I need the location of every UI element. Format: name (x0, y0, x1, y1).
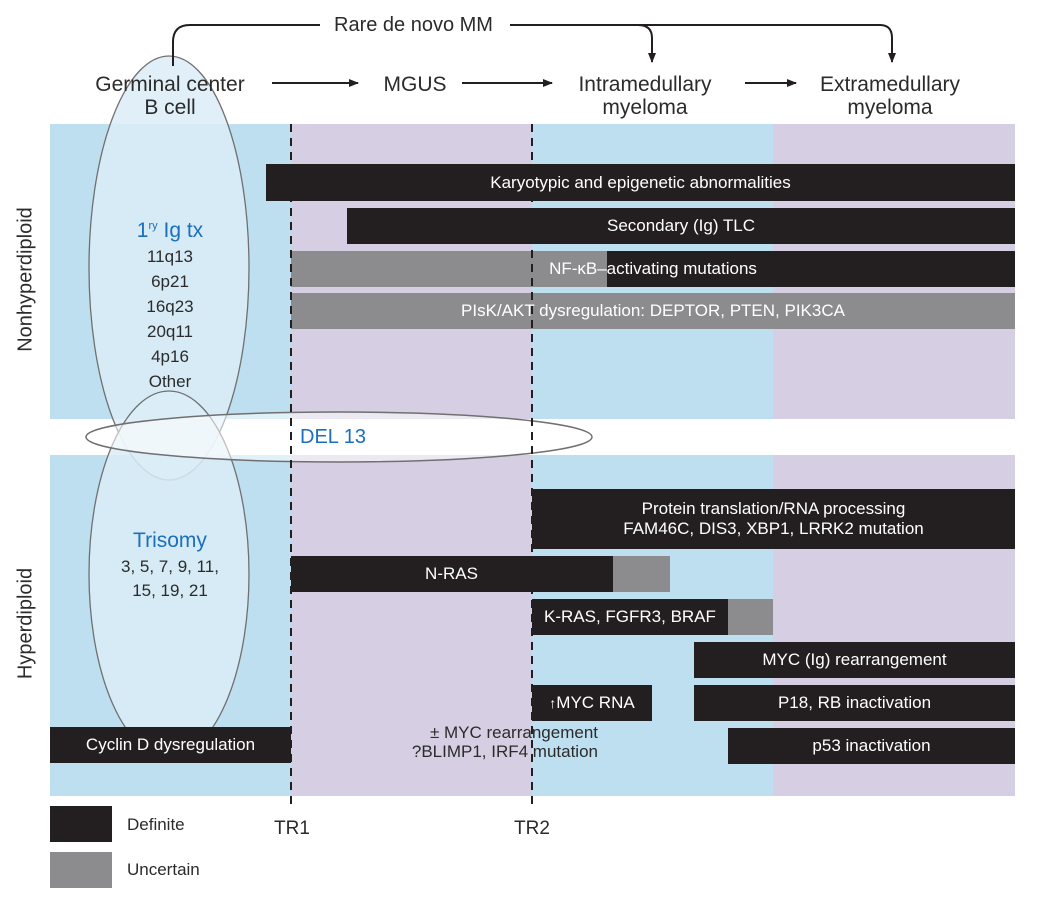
bar-myc-rna: ↑MYC RNA (532, 685, 652, 721)
stage-intramedullary-line2: myeloma (602, 96, 688, 119)
primary-ig-item: 20q11 (146, 322, 193, 341)
myc-note: ± MYC rearrangement ?BLIMP1, IRF4 mutati… (410, 723, 598, 761)
bar-p18-rb-label: P18, RB inactivation (777, 693, 932, 712)
bar-nras-uncertain-segment (613, 556, 670, 592)
tr1-label: TR1 (274, 818, 310, 839)
primary-ig-title-rest: Ig tx (157, 219, 204, 242)
primary-ig-item: 16q23 (146, 297, 194, 316)
primary-ig-item: 6p21 (151, 272, 189, 291)
trisomy-title: Trisomy (133, 529, 207, 552)
bar-kras-uncertain-segment (728, 599, 773, 635)
primary-ig-title-sup: ry (148, 220, 158, 232)
stage-germinal-center-line1: Germinal center (95, 73, 245, 96)
legend-swatch-uncertain (50, 852, 112, 888)
hyperdiploid-label: Hyperdiploid (14, 567, 37, 680)
del13-label: DEL 13 (300, 426, 366, 448)
stage-extramedullary: Extramedullary myeloma (800, 73, 980, 119)
stage-germinal-center-line2: B cell (144, 96, 196, 119)
bar-nras: N-RAS (291, 556, 670, 592)
bar-protein-translation-line1: Protein translation/RNA processing (641, 499, 906, 518)
bar-pi3k: PIsK/AKT dysregulation: DEPTOR, PTEN, PI… (291, 293, 1015, 329)
band-mgus-lower (291, 455, 532, 796)
bar-cyclin-d: Cyclin D dysregulation (50, 727, 291, 763)
stage-germinal-center: Germinal center B cell (52, 73, 288, 119)
trisomy-group: Trisomy 3, 5, 7, 9, 11, 15, 19, 21 (94, 527, 246, 603)
bar-p53-label: p53 inactivation (812, 736, 931, 755)
stage-intramedullary: Intramedullary myeloma (565, 73, 725, 119)
bar-protein-translation-line2: FAM46C, DIS3, XBP1, LRRK2 mutation (623, 519, 924, 538)
trisomy-chromosomes-line2: 15, 19, 21 (132, 581, 208, 600)
bar-nfkb: NF-κB–activating mutations (291, 251, 1015, 287)
legend-label-definite: Definite (127, 815, 185, 834)
primary-ig-item: 11q13 (146, 247, 193, 266)
nonhyperdiploid-label: Nonhyperdiploid (14, 207, 37, 352)
bar-karyotypic: Karyotypic and epigenetic abnormalities (266, 164, 1015, 201)
stage-intramedullary-line1: Intramedullary (578, 73, 712, 96)
bar-myc-ig-label: MYC (Ig) rearrangement (762, 650, 947, 669)
bar-kras: K-RAS, FGFR3, BRAF (532, 599, 773, 635)
bar-kras-label: K-RAS, FGFR3, BRAF (544, 607, 716, 626)
primary-ig-item: Other (148, 372, 192, 391)
bar-secondary-tlc-label: Secondary (Ig) TLC (606, 216, 756, 235)
bypass-line (510, 24, 896, 63)
bar-myc-rna-label: MYC RNA (556, 693, 635, 712)
bar-nras-label: N-RAS (425, 564, 478, 583)
legend-swatch-definite (50, 806, 112, 842)
stage-mgus: MGUS (370, 73, 460, 96)
primary-ig-title-main: 1 (136, 219, 149, 242)
bar-secondary-tlc: Secondary (Ig) TLC (347, 208, 1015, 244)
bar-p18-rb: P18, RB inactivation (694, 685, 1015, 721)
myc-note-line1: ± MYC rearrangement (429, 723, 598, 742)
bar-cyclin-d-label: Cyclin D dysregulation (85, 735, 256, 754)
bypass-left-hook (172, 24, 320, 66)
myc-note-line2: ?BLIMP1, IRF4 mutation (411, 742, 598, 761)
bar-p53: p53 inactivation (728, 728, 1015, 764)
trisomy-chromosomes-line1: 3, 5, 7, 9, 11, (121, 557, 219, 576)
stage-extramedullary-line2: myeloma (847, 96, 933, 119)
rare-de-novo-label: Rare de novo MM (328, 14, 499, 37)
primary-ig-group: 1ry Ig tx 11q13 6p21 16q23 20q11 4p16 Ot… (100, 213, 240, 394)
legend-label-uncertain: Uncertain (127, 860, 200, 879)
bar-nfkb-label: NF-κB–activating mutations (549, 259, 757, 278)
bar-karyotypic-label: Karyotypic and epigenetic abnormalities (490, 172, 791, 192)
bar-myc-ig: MYC (Ig) rearrangement (694, 642, 1015, 678)
bypass-to-intra (637, 24, 656, 63)
primary-ig-item: 4p16 (151, 347, 189, 366)
bar-myc-rna-text: ↑MYC RNA (549, 693, 634, 713)
bar-protein-translation: Protein translation/RNA processing FAM46… (532, 489, 1015, 549)
bar-pi3k-label: PIsK/AKT dysregulation: DEPTOR, PTEN, PI… (461, 301, 845, 320)
up-arrow-icon: ↑ (549, 695, 557, 711)
stage-extramedullary-line1: Extramedullary (819, 73, 961, 96)
stage-mgus-line1: MGUS (383, 73, 447, 96)
primary-ig-title: 1ry Ig tx (100, 213, 240, 244)
bar-nfkb-uncertain-segment (291, 251, 607, 287)
tr2-label: TR2 (514, 818, 550, 839)
